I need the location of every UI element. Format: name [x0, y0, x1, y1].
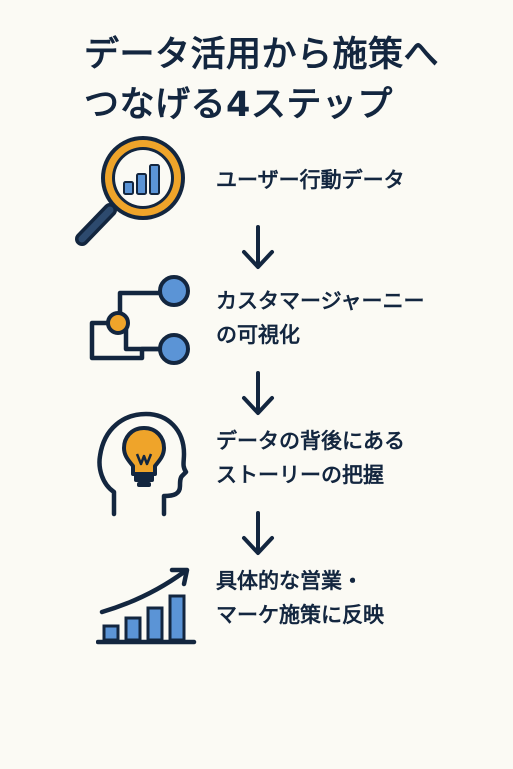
step-label-2: カスタマージャーニー の可視化	[216, 284, 425, 352]
step-label-4: 具体的な営業・ マーケ施策に反映	[216, 564, 384, 632]
page-title: データ活用から施策へ つなげる4ステップ	[84, 30, 494, 130]
step-3-line-2: ストーリーの把握	[216, 463, 384, 487]
growth-bar-chart-icon	[96, 567, 197, 645]
title-line-1: データ活用から施策へ	[84, 35, 440, 75]
down-arrow-icon	[242, 225, 274, 269]
head-lightbulb-icon	[97, 411, 189, 517]
step-label-3: データの背後にある ストーリーの把握	[216, 424, 405, 492]
step-4-line-1: 具体的な営業・	[216, 569, 363, 593]
step-4-line-2: マーケ施策に反映	[216, 603, 384, 627]
journey-flow-icon	[89, 275, 190, 365]
down-arrow-icon	[242, 511, 274, 555]
step-2-line-2: の可視化	[216, 323, 300, 347]
step-3-line-1: データの背後にある	[216, 429, 405, 453]
step-label-1: ユーザー行動データ	[216, 163, 405, 197]
step-2-line-1: カスタマージャーニー	[216, 289, 425, 313]
title-line-2: つなげる4ステップ	[84, 85, 393, 125]
magnifying-glass-chart-icon	[75, 136, 185, 246]
step-1-line-1: ユーザー行動データ	[216, 168, 405, 192]
down-arrow-icon	[242, 371, 274, 415]
